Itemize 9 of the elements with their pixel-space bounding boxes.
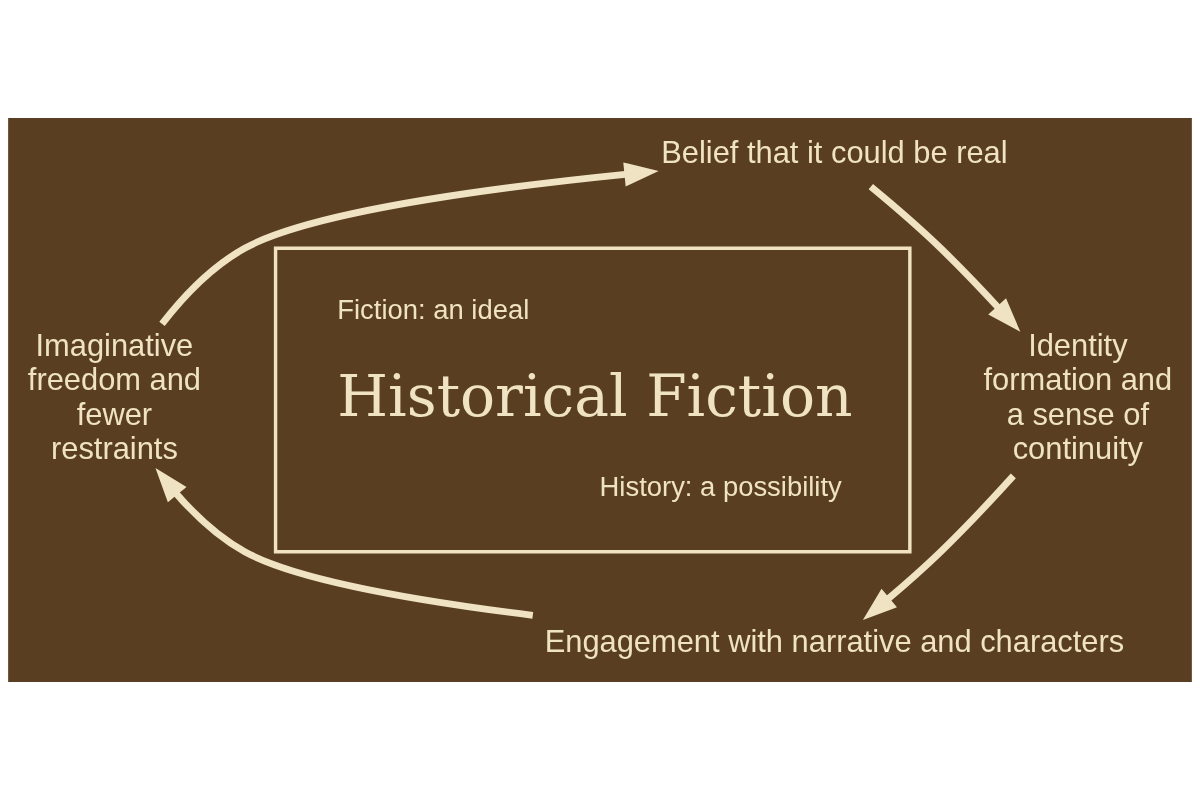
arrow: [155, 468, 534, 619]
node-text: Belief that it could be real: [661, 135, 1008, 171]
node-text: Engagement with narrative and characters: [544, 623, 1125, 659]
arrow: [868, 184, 1021, 332]
node-box: Fiction: an ideal Historical Fiction History: a possibility: [273, 246, 912, 554]
arrow: [159, 162, 659, 327]
node-text: Imaginative freedom and fewer restraints: [27, 328, 202, 466]
node-text: Identity formation and a sense of continuity: [983, 328, 1173, 466]
arrow: [862, 473, 1016, 620]
